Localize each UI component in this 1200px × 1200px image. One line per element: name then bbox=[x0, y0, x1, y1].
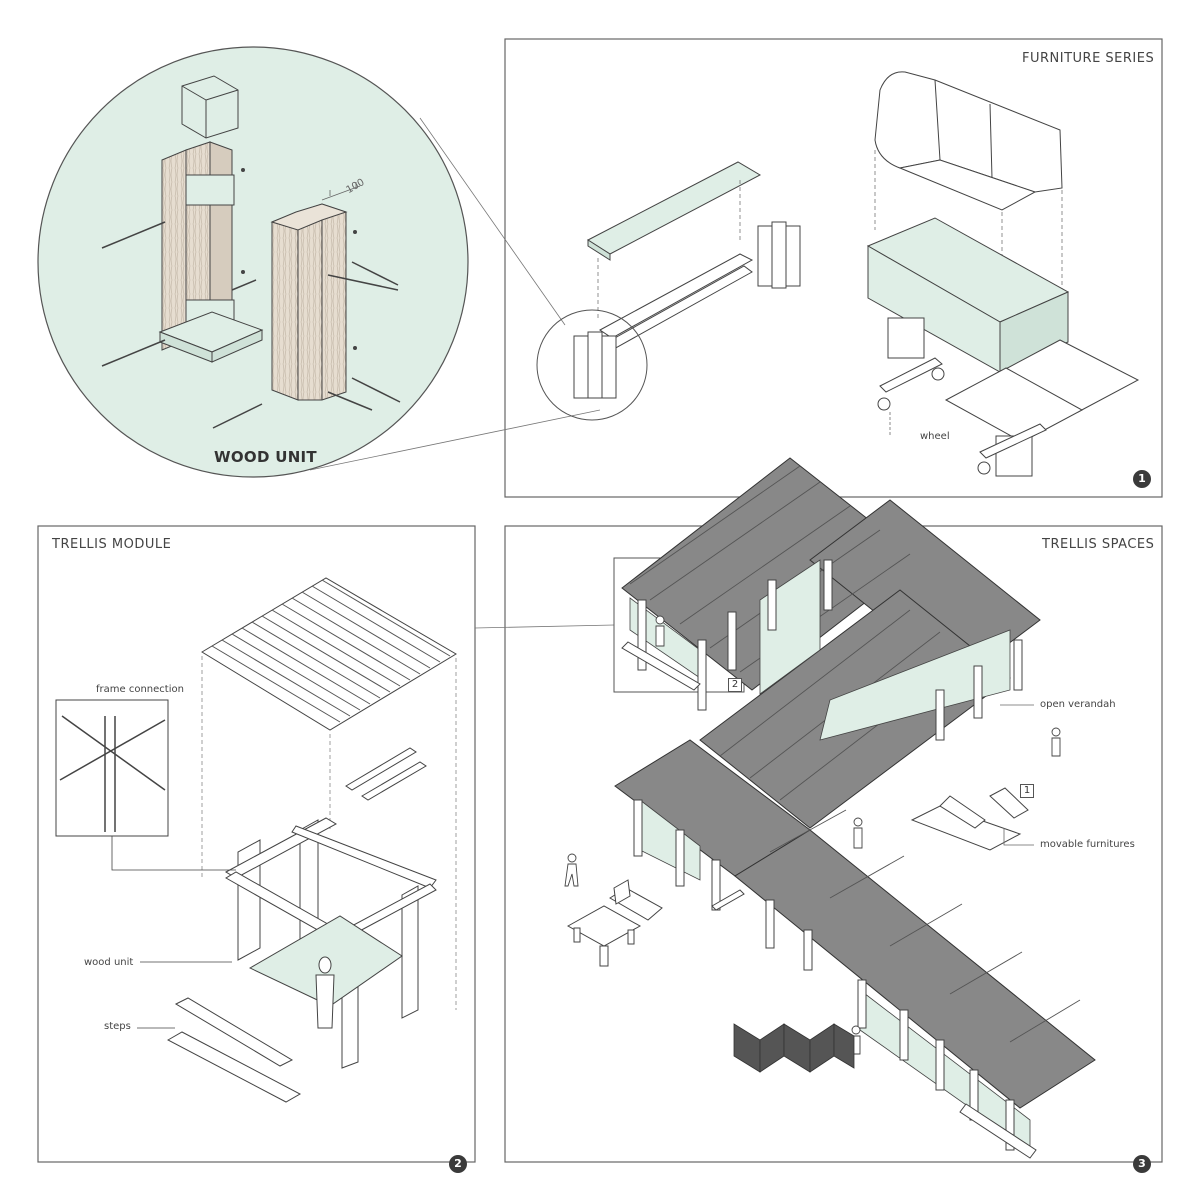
trellis-module-frame bbox=[37, 525, 476, 1163]
trellis-module-title: TRELLIS MODULE bbox=[52, 537, 172, 552]
furniture-series-frame bbox=[504, 38, 1163, 498]
movable-furnitures-note: movable furnitures bbox=[1040, 839, 1135, 850]
trellis-spaces-drawing bbox=[564, 457, 1096, 1159]
panel-number-3: 3 bbox=[1133, 1155, 1151, 1173]
trellis-spaces-title: TRELLIS SPACES bbox=[1042, 537, 1155, 552]
inset-reference-2: 2 bbox=[728, 678, 742, 692]
frame-connection-note: frame connection bbox=[96, 684, 184, 695]
callout-line bbox=[474, 624, 615, 629]
furniture-reference-1: 1 bbox=[1020, 784, 1034, 798]
callout-line bbox=[419, 117, 566, 326]
panel-number-2: 2 bbox=[449, 1155, 467, 1173]
callout-line bbox=[309, 409, 601, 471]
open-verandah-note: open verandah bbox=[1040, 699, 1116, 710]
steps-note: steps bbox=[104, 1021, 131, 1032]
trellis-module-drawing bbox=[55, 577, 457, 1103]
wheel-note: wheel bbox=[920, 431, 950, 442]
furniture-series-title: FURNITURE SERIES bbox=[1022, 51, 1155, 66]
panel-number-1: 1 bbox=[1133, 470, 1151, 488]
wood-unit-note: wood unit bbox=[84, 957, 134, 968]
wood-unit-detail bbox=[37, 46, 469, 478]
wood-unit-title: WOOD UNIT bbox=[214, 448, 317, 466]
furniture-series-drawing bbox=[536, 71, 1140, 477]
